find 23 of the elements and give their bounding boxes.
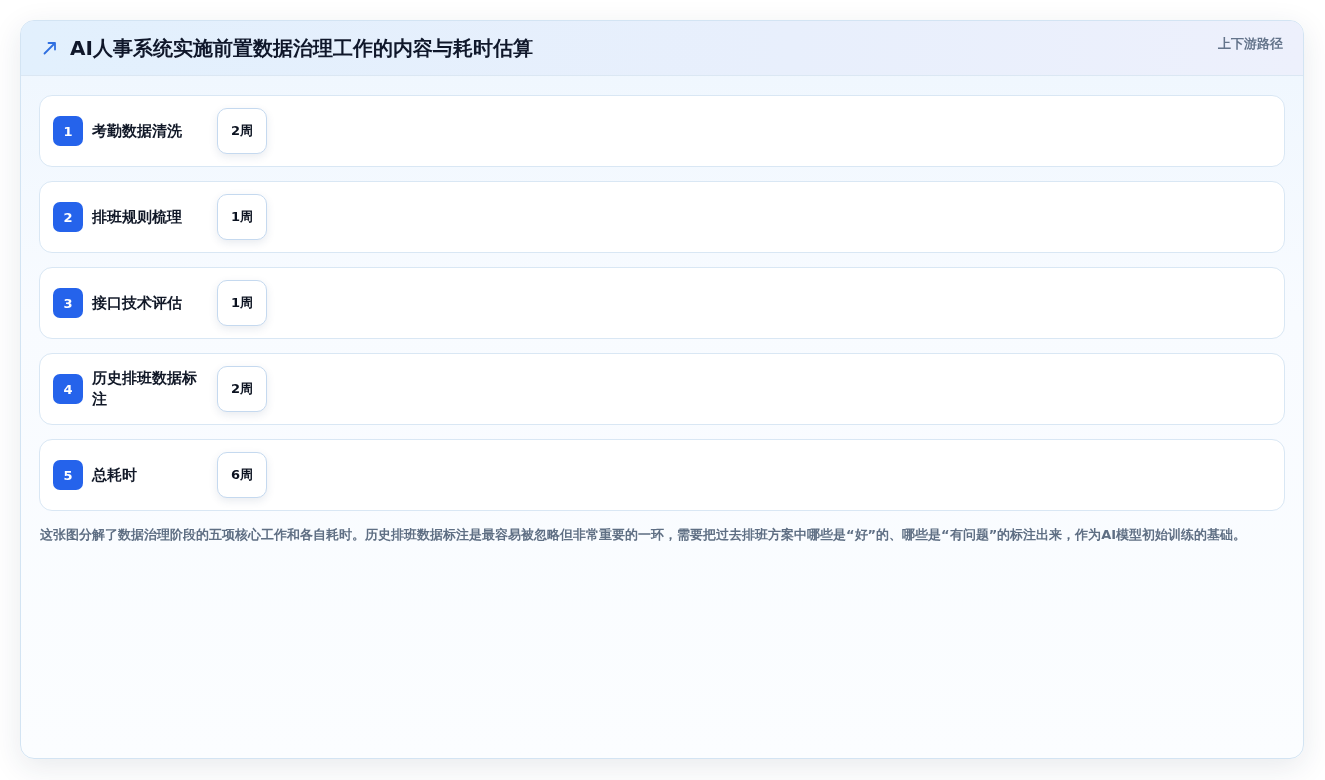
task-row bbox=[39, 95, 1285, 167]
task-row bbox=[39, 439, 1285, 511]
task-row bbox=[39, 267, 1285, 339]
duration-tag: 1周 bbox=[217, 280, 267, 326]
caption-text: 这张图分解了数据治理阶段的五项核心工作和各自耗时。历史排班数据标注是最容易被忽略但非常重要的一环，需要把过去排班方案中哪些是“好”的、哪些是“有问题”的标注出来，作为AI模型初始训练的基础。 bbox=[40, 526, 1248, 544]
task-name: 接口技术评估 bbox=[92, 292, 183, 314]
duration-tag: 2周 bbox=[217, 108, 267, 154]
step-number-badge: 5 bbox=[53, 460, 83, 490]
task-name: 排班规则梳理 bbox=[92, 206, 183, 228]
task-row bbox=[39, 353, 1285, 425]
task-name: 考勤数据清洗 bbox=[92, 120, 183, 142]
step-number-badge: 1 bbox=[53, 116, 83, 146]
diagram-title: AI人事系统实施前置数据治理工作的内容与耗时估算 bbox=[70, 34, 533, 62]
task-name: 历史排班数据标注 bbox=[92, 368, 198, 410]
duration-tag: 6周 bbox=[217, 452, 267, 498]
duration-tag: 1周 bbox=[217, 194, 267, 240]
header-label: 上下游路径 bbox=[1218, 36, 1283, 53]
task-name: 总耗时 bbox=[92, 464, 138, 486]
duration-tag: 2周 bbox=[217, 366, 267, 412]
task-row bbox=[39, 181, 1285, 253]
step-number-badge: 3 bbox=[53, 288, 83, 318]
step-number-badge: 2 bbox=[53, 202, 83, 232]
step-number-badge: 4 bbox=[53, 374, 83, 404]
